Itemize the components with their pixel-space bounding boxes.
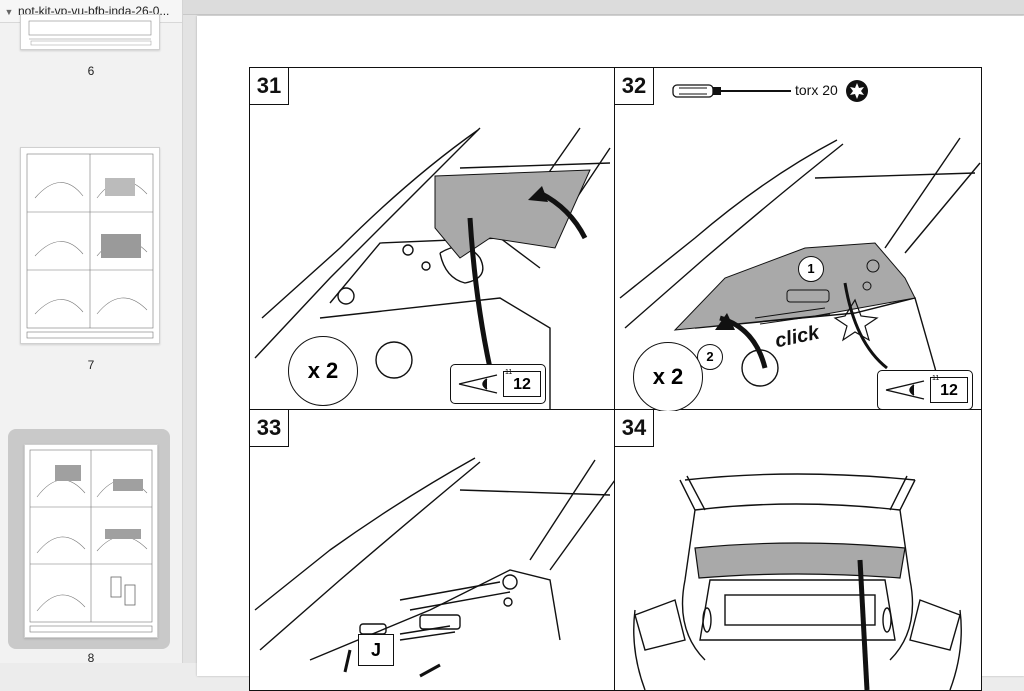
- screwdriver-icon: [672, 84, 791, 98]
- thumbnail-6-graphic: [28, 20, 152, 46]
- reference-box: 11 12: [450, 364, 546, 404]
- quantity-circle: x 2: [288, 336, 358, 406]
- step-33-illustration: [254, 457, 616, 678]
- reference-subnumber: 11: [505, 369, 513, 376]
- quantity-circle: x 2: [633, 342, 703, 411]
- eye-icon: [458, 374, 498, 394]
- page-number-8: 8: [87, 651, 95, 663]
- step-panel-32: 32 torx 20: [614, 67, 982, 412]
- disclosure-triangle-icon[interactable]: ▼: [4, 7, 14, 17]
- thumbnail-sidebar: ▼not-kit-vp-vu-bfb-inda-26-0... 6: [0, 0, 183, 663]
- thumbnail-7-graphic: [26, 153, 154, 339]
- reference-box: 11 12: [877, 370, 973, 410]
- page-number-7: 7: [87, 358, 95, 372]
- step-number: 33: [250, 410, 289, 447]
- eye-icon: [885, 380, 925, 400]
- step-number: 34: [615, 410, 654, 447]
- step-number: 31: [250, 68, 289, 105]
- callout-1: 1: [798, 256, 824, 282]
- step-34-illustration: [633, 473, 962, 690]
- page-thumbnail-8[interactable]: [24, 444, 158, 638]
- reference-page-number: 12: [503, 371, 541, 397]
- step-31-illustration: [254, 127, 611, 411]
- step-panel-31: 31 x 2: [249, 67, 617, 412]
- page-thumbnail-7[interactable]: [20, 147, 160, 344]
- step-panel-33: 33 J: [249, 409, 617, 691]
- part-label-box: J: [358, 634, 394, 666]
- document-page: 31 x 2: [197, 16, 1024, 691]
- page-thumbnail-6[interactable]: [20, 14, 160, 50]
- thumbnail-8-graphic: [29, 449, 153, 633]
- torx-icon: [846, 80, 868, 102]
- reference-page-number: 12: [930, 377, 968, 403]
- step-number: 32: [615, 68, 654, 105]
- previous-page-bottom-edge: [183, 0, 1024, 15]
- reference-subnumber: 11: [932, 375, 940, 382]
- page-number-6: 6: [87, 64, 95, 78]
- step-panel-34: 34: [614, 409, 982, 691]
- tool-label: torx 20: [795, 82, 838, 98]
